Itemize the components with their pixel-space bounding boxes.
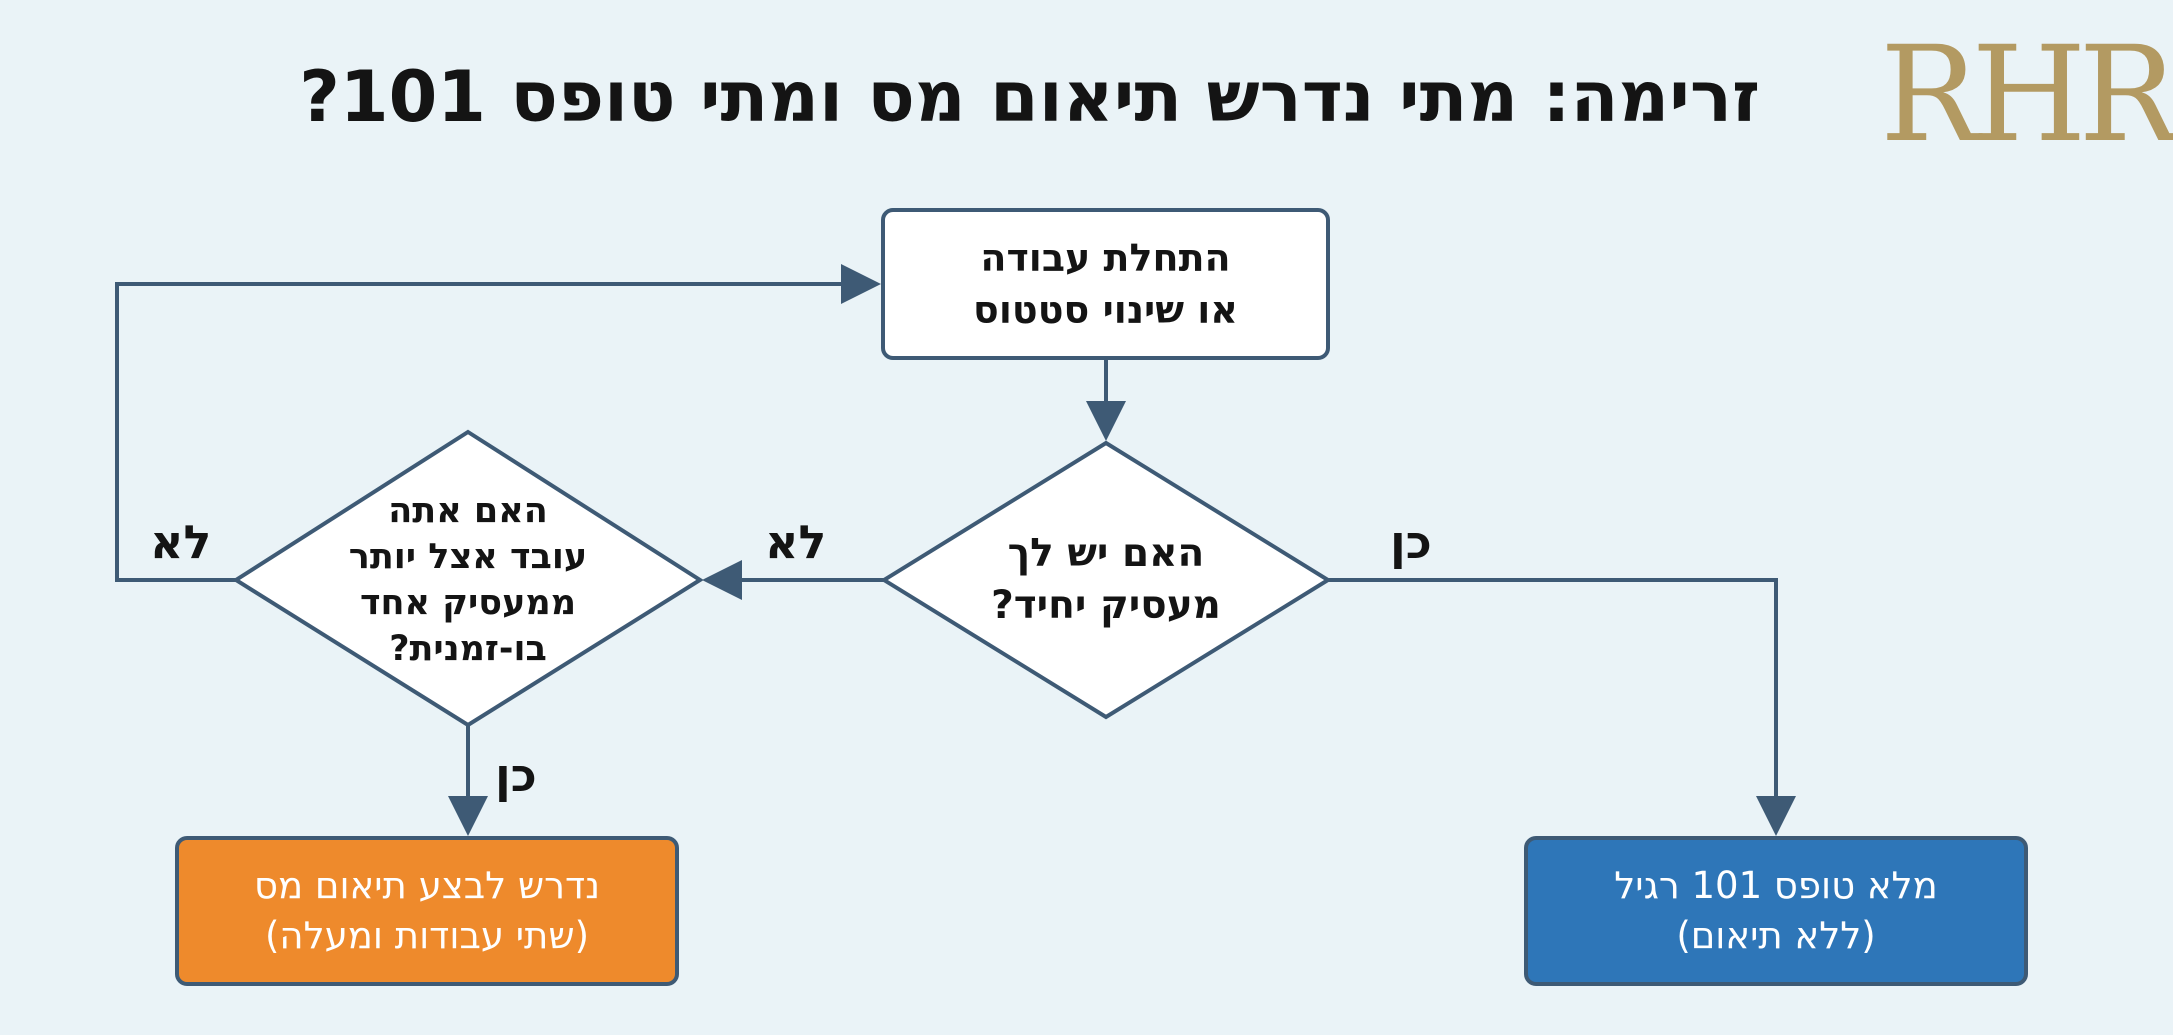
- rhr-logo: RHR: [1880, 18, 2173, 172]
- tax-coordination-box: [175, 836, 679, 986]
- start-line-1: התחלת עבודה: [980, 236, 1231, 280]
- coordination-line-2: (שתי עבודות ומעלה): [265, 914, 590, 957]
- decision-single-line-1: האם יש לך: [1007, 531, 1205, 576]
- page-title: זרימה: מתי נדרש תיאום מס ומתי טופס 101?: [299, 56, 1760, 138]
- form101-line-1: מלא טופס 101 רגיל: [1614, 864, 1938, 907]
- edge-label-multiple-yes: כן: [495, 748, 537, 802]
- decision-multiple-line-2: עובד אצל יותר: [348, 537, 588, 577]
- arrow-multiple-no-back-to-start: [115, 264, 881, 582]
- arrow-single-yes-to-form101: [1328, 578, 1796, 836]
- decision-single-employer-diamond: [880, 440, 1332, 720]
- edge-label-single-yes: כן: [1390, 515, 1432, 569]
- edge-label-multiple-no: לא: [150, 515, 212, 569]
- edge-label-single-no: לא: [765, 515, 827, 569]
- start-line-2: או שינוי סטטוס: [973, 288, 1238, 332]
- decision-multiple-line-1: האם אתה: [388, 491, 548, 531]
- decision-single-text: האם יש לך מעסיק יחיד?: [930, 500, 1282, 660]
- form-101-text: מלא טופס 101 רגיל (ללא תיאום): [1526, 838, 2026, 984]
- coordination-line-1: נדרש לבצע תיאום מס: [253, 864, 601, 907]
- decision-single-line-2: מעסיק יחיד?: [991, 583, 1221, 628]
- start-box-text: התחלת עבודה או שינוי סטטוס: [883, 210, 1328, 358]
- form-101-box: [1524, 836, 2028, 986]
- decision-multiple-line-3: ממעסיק אחד: [359, 583, 577, 623]
- form101-line-2: (ללא תיאום): [1676, 914, 1876, 957]
- decision-multiple-text: האם אתה עובד אצל יותר ממעסיק אחד בו-זמני…: [300, 480, 636, 680]
- tax-coordination-text: נדרש לבצע תיאום מס (שתי עבודות ומעלה): [177, 838, 677, 984]
- decision-multiple-line-4: בו-זמנית?: [389, 629, 547, 669]
